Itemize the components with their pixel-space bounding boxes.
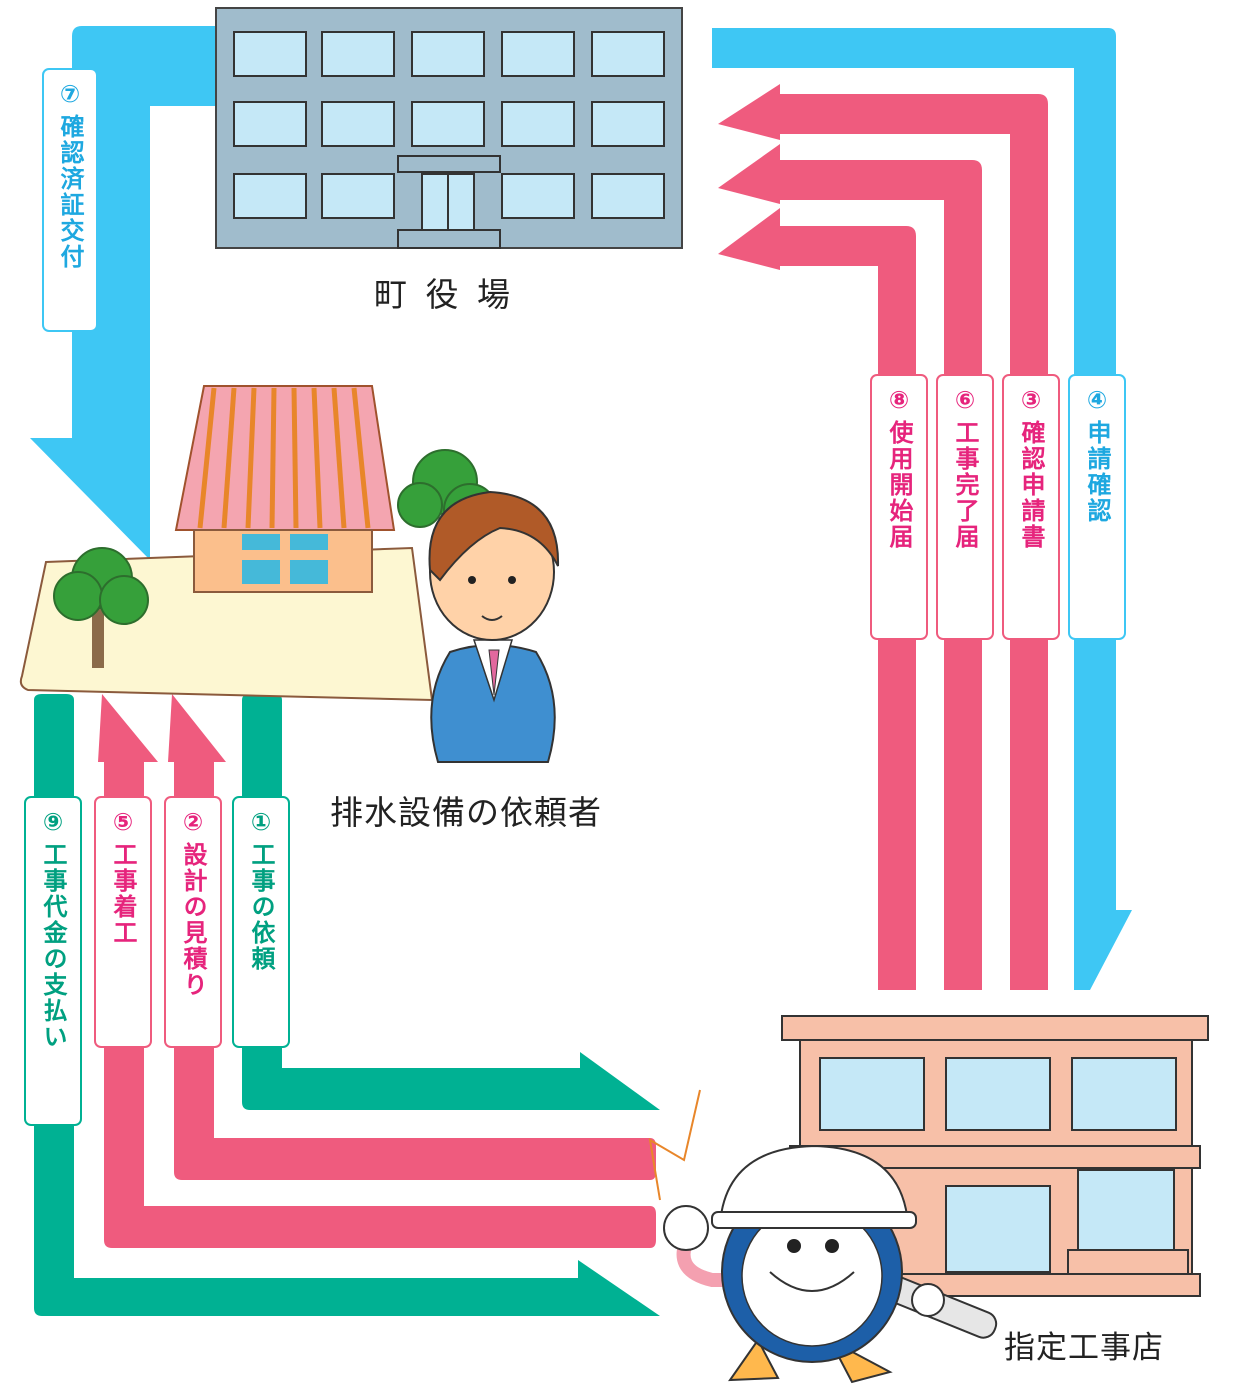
requester-label: 排水設備の依頼者	[330, 793, 602, 832]
step-4-text: 申請確認	[1083, 420, 1111, 524]
arrow-8-usage-start	[718, 208, 916, 990]
mascot-character	[648, 1089, 998, 1384]
arrow-3-application	[718, 84, 1048, 990]
step-5-label: ⑤ 工事着工	[94, 796, 152, 1048]
step-9-number: ⑨	[42, 808, 64, 836]
step-8-text: 使用開始届	[885, 420, 913, 550]
step-5-text: 工事着工	[109, 842, 137, 946]
step-1-text: 工事の依頼	[247, 842, 275, 972]
step-8-label: ⑧ 使用開始届	[870, 374, 928, 640]
step-6-label: ⑥ 工事完了届	[936, 374, 994, 640]
step-3-label: ③ 確認申請書	[1002, 374, 1060, 640]
arrow-4-confirmation	[712, 28, 1132, 990]
contractor-label: 指定工事店	[1004, 1330, 1164, 1366]
step-6-number: ⑥	[954, 386, 976, 414]
step-3-text: 確認申請書	[1017, 420, 1045, 550]
arrow-6-completion	[718, 144, 982, 990]
step-3-number: ③	[1020, 386, 1042, 414]
step-4-number: ④	[1086, 386, 1108, 414]
step-7-label: ⑦ 確認済証交付	[42, 68, 98, 332]
step-8-number: ⑧	[888, 386, 910, 414]
step-2-number: ②	[182, 808, 204, 836]
requester-house	[19, 385, 497, 702]
requester-person	[428, 490, 560, 763]
step-2-label: ② 設計の見積り	[164, 796, 222, 1048]
step-9-text: 工事代金の支払い	[39, 842, 67, 1050]
step-5-number: ⑤	[112, 808, 134, 836]
town-office-building	[215, 7, 683, 249]
step-7-number: ⑦	[59, 80, 81, 108]
step-6-text: 工事完了届	[951, 420, 979, 550]
town-office-label: 町 役 場	[374, 275, 514, 314]
step-7-text: 確認済証交付	[56, 114, 84, 270]
step-4-label: ④ 申請確認	[1068, 374, 1126, 640]
step-1-label: ① 工事の依頼	[232, 796, 290, 1048]
step-1-number: ①	[250, 808, 272, 836]
arrow-1-request	[242, 694, 660, 1110]
step-9-label: ⑨ 工事代金の支払い	[24, 796, 82, 1126]
step-2-text: 設計の見積り	[179, 842, 207, 998]
